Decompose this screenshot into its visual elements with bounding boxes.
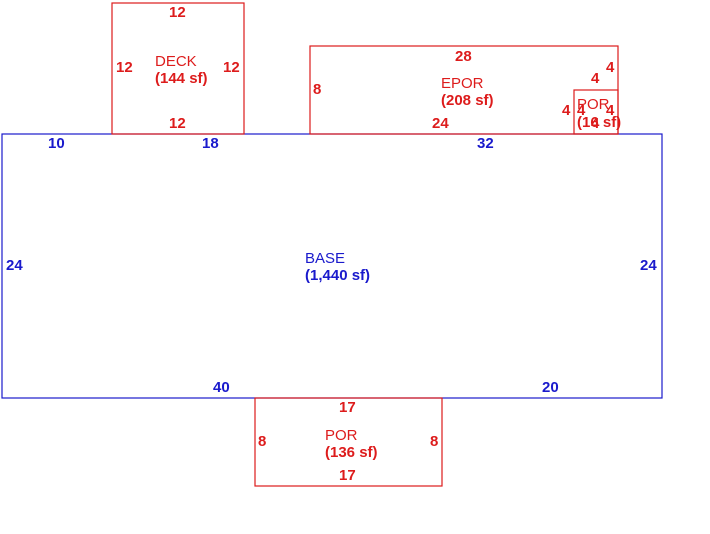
base-dim-bottom-left: 40 (213, 379, 230, 396)
epor-dim-bottom: 24 (432, 115, 449, 132)
epor-area: 28 8 24 4 EPOR (208 sf) (309, 45, 619, 135)
por-small-name: POR (577, 96, 610, 113)
deck-dim-top: 12 (169, 4, 186, 21)
base-dim-bottom-right: 20 (542, 379, 559, 396)
epor-dim-top: 28 (455, 48, 472, 65)
por-small-dim-right: 4 (606, 102, 615, 119)
base-name: BASE (305, 250, 345, 267)
base-area-label: (1,440 sf) (305, 267, 370, 284)
por-small-dim-left: 4 (562, 102, 571, 119)
deck-area-label: (144 sf) (155, 70, 208, 87)
por-small-outline[interactable] (573, 89, 619, 135)
por-front-area-label: (136 sf) (325, 444, 378, 461)
por-front-dim-bottom: 17 (339, 467, 356, 484)
deck-dim-bottom: 12 (169, 115, 186, 132)
base-dim-top-right: 32 (477, 135, 494, 152)
deck-dim-right: 12 (223, 59, 240, 76)
por-small-area: 4 4 4 4 4 POR (16 sf) (562, 70, 621, 135)
epor-area-label: (208 sf) (441, 92, 494, 109)
base-dim-top-left: 10 (48, 135, 65, 152)
por-small-dim-inner-left: 4 (577, 102, 586, 119)
deck-dim-left: 12 (116, 59, 133, 76)
por-small-area-label: (16 sf) (577, 114, 621, 131)
por-front-dim-right: 8 (430, 433, 438, 450)
por-front-dim-left: 8 (258, 433, 266, 450)
deck-outline[interactable] (111, 2, 245, 135)
por-front-outline[interactable] (254, 397, 443, 487)
por-small-dim-top: 4 (591, 70, 600, 87)
epor-name: EPOR (441, 75, 484, 92)
epor-dim-right: 4 (606, 59, 615, 76)
base-dim-right: 24 (640, 257, 657, 274)
por-small-dim-bottom: 4 (591, 115, 600, 132)
base-dim-top-mid: 18 (202, 135, 219, 152)
por-front-area: 17 8 8 17 POR (136 sf) (254, 397, 443, 487)
base-area: 10 18 32 24 24 40 20 BASE (1,440 sf) (1, 133, 663, 399)
por-front-dim-top: 17 (339, 399, 356, 416)
deck-name: DECK (155, 53, 197, 70)
epor-dim-left: 8 (313, 81, 321, 98)
deck-area: 12 12 12 12 DECK (144 sf) (111, 2, 245, 135)
por-front-name: POR (325, 427, 358, 444)
base-dim-left: 24 (6, 257, 23, 274)
